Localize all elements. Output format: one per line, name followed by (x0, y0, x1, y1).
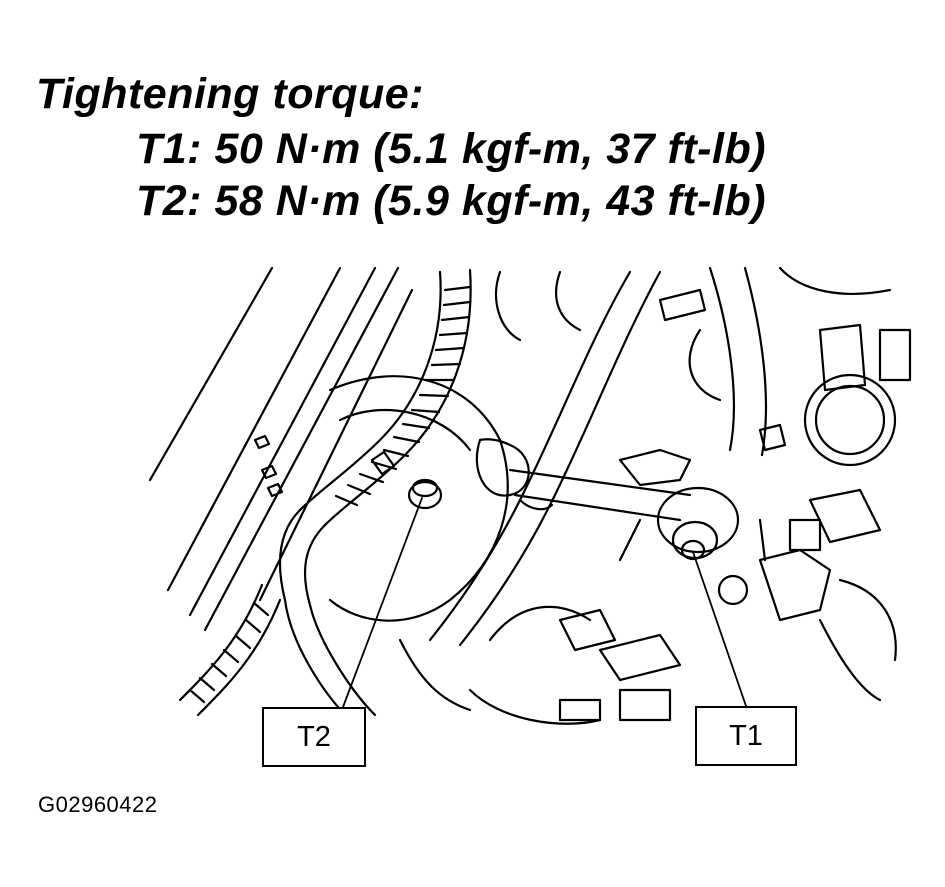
coolant-pipe (428, 270, 662, 647)
t2-callout-label: T2 (262, 707, 366, 767)
torque-title: Tightening torque: (36, 70, 424, 118)
pitching-stopper-rod (475, 438, 767, 562)
t2-leader-line (342, 497, 423, 708)
strut-tower-outline (328, 375, 509, 622)
t1-callout-label: T1 (695, 706, 797, 766)
body-panel-lines (148, 266, 414, 632)
t1-leader-line (692, 551, 747, 707)
engine-components (495, 266, 912, 662)
torque-t1-spec: T1: 50 N·m (5.1 kgf-m, 37 ft-lb) (136, 125, 767, 173)
figure-id: G02960422 (38, 792, 158, 817)
lower-components (398, 548, 882, 725)
torque-t2-spec: T2: 58 N·m (5.9 kgf-m, 43 ft-lb) (136, 177, 767, 225)
wiring-harness-tube (178, 268, 472, 722)
